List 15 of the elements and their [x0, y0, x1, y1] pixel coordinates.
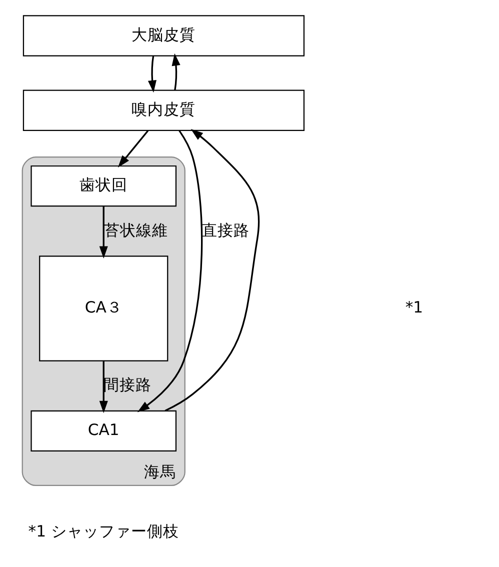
node-box: 歯状回	[30, 164, 176, 206]
label: *1 シャッファー側枝	[28, 522, 178, 540]
arrow	[136, 130, 202, 412]
node-box: CA３	[38, 255, 168, 361]
arrow	[98, 206, 108, 258]
arrow	[171, 52, 180, 90]
label: *1	[404, 298, 423, 316]
edge-label: 間接路	[103, 375, 152, 394]
arrow	[117, 130, 148, 167]
arrow	[98, 360, 108, 413]
arrow	[147, 55, 156, 92]
node-box: CA1	[30, 410, 176, 452]
arrow	[164, 128, 260, 411]
node-box: 嗅内皮質	[22, 89, 304, 130]
node-box: 大脳皮質	[22, 14, 304, 56]
